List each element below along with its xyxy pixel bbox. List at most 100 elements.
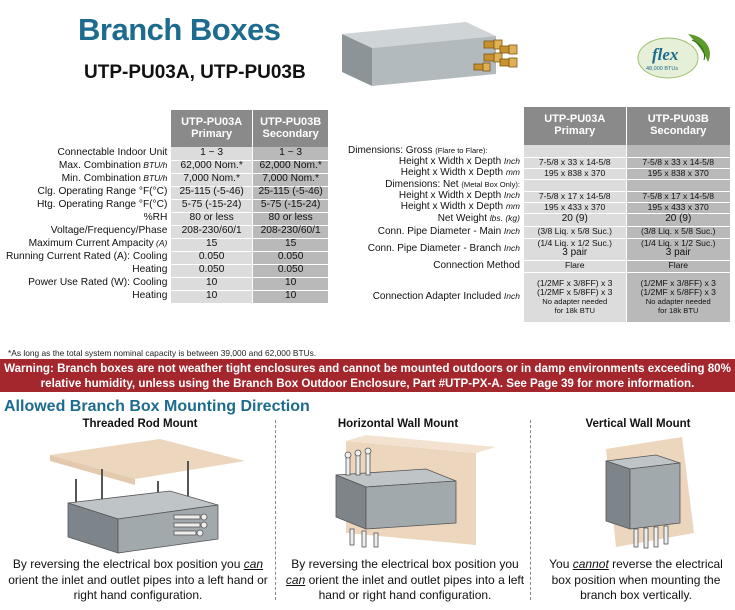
cell-primary: 10	[171, 290, 253, 304]
caption-emphasis: can	[285, 572, 306, 587]
row-unit: BTU/h	[140, 173, 168, 184]
cell-secondary: (3/8 Liq. x 5/8 Suc.)	[625, 226, 730, 239]
row-label: Connectable Indoor Unit	[57, 147, 168, 159]
cell-secondary: 7-5/8 x 17 x 14-5/8	[625, 191, 730, 203]
row-label: Height x Width x Depth	[398, 190, 502, 202]
col-header-model: UTP-PU03B	[260, 115, 322, 128]
dim-gross-note: (Flare to Flare):	[435, 145, 488, 155]
row-label: Net Weight	[437, 213, 487, 225]
row-label: Htg. Operating Range °F(°C)	[36, 199, 168, 211]
cell-secondary: 0.050	[251, 251, 329, 265]
vertical-wall-caption: You cannot reverse the electrical box po…	[540, 557, 732, 604]
cell-primary: 195 x 838 x 370	[524, 168, 626, 180]
caption-text: orient the inlet and outlet pipes into a…	[8, 572, 268, 603]
table-row: Clg. Operating Range °F(°C)25-115 (-5-46…	[6, 186, 329, 200]
column-divider	[530, 420, 531, 600]
warning-banner: Warning: Branch boxes are not weather ti…	[0, 359, 735, 392]
cell-secondary: (1/2MF x 3/8FF) x 3 (1/2MF x 5/8FF) x 3 …	[625, 272, 730, 323]
table-row: Height x Width x Depth Inch 7-5/8 x 17 x…	[348, 190, 730, 203]
col-header-role: Primary	[554, 125, 596, 137]
footnote: *As long as the total system nominal cap…	[8, 348, 317, 358]
cell-secondary: 195 x 838 x 370	[625, 168, 730, 180]
cell-line: (1/2MF x 5/8FF) x 3	[537, 286, 613, 297]
flex-logo-word: flex	[652, 45, 679, 64]
vertical-wall-illustration	[605, 437, 694, 549]
row-label: Connection Adapter Included	[372, 290, 502, 302]
row-label: Max. Combination BTU/h	[58, 160, 168, 172]
cell-primary: 1 ~ 3	[171, 147, 253, 161]
table-row: Conn. Pipe Diameter - Main Inch (3/8 Liq…	[348, 226, 730, 239]
page-title: Branch Boxes	[78, 12, 281, 47]
row-unit: mm	[505, 201, 520, 212]
row-label: Height x Width x Depth	[400, 167, 504, 179]
cell-secondary: 1 ~ 3	[251, 147, 329, 161]
row-unit: Inch	[503, 156, 520, 167]
vertical-wall-title: Vertical Wall Mount	[585, 418, 691, 430]
cell-primary: 0.050	[171, 251, 253, 265]
row-unit: Inch	[503, 190, 520, 201]
table-row: Htg. Operating Range °F(°C) 5-75 (-15-24)…	[6, 199, 329, 213]
dim-net-text: Dimensions: Net	[385, 178, 459, 190]
cell-line: 3 pair	[562, 247, 588, 259]
horizontal-wall-illustration	[335, 435, 496, 548]
cell-secondary: Flare	[625, 260, 730, 273]
caption-text: reverse the electrical box position when…	[551, 557, 723, 602]
row-label: Height x Width x Depth	[400, 201, 504, 213]
row-label: Voltage/Frequency/Phase	[50, 225, 168, 237]
left-spec-table: UTP-PU03A Primary UTP-PU03B Secondary Co…	[6, 110, 329, 304]
horizontal-wall-title: Horizontal Wall Mount	[337, 418, 459, 430]
cell-primary: 195 x 433 x 370	[524, 202, 626, 214]
row-label: Min. Combination BTU/h	[61, 173, 168, 185]
row-unit: mm	[505, 167, 520, 178]
row-unit: BTU/h	[140, 160, 168, 171]
col-header-model: UTP-PU03A	[181, 115, 243, 128]
cell-secondary: 7,000 Nom.*	[251, 173, 329, 187]
caption-emphasis: can	[243, 557, 264, 571]
horizontal-wall-caption: By reversing the electrical box position…	[280, 557, 530, 604]
col-header-secondary: UTP-PU03B Secondary	[251, 110, 329, 147]
cell-line: No adapter needed	[542, 297, 608, 306]
cell-primary: (3/8 Liq. x 5/8 Suc.)	[524, 226, 626, 239]
row-unit: Inch	[503, 290, 520, 301]
cell-line: 3 pair	[665, 247, 691, 259]
caption-text: You	[549, 557, 573, 571]
branch-box-photo	[342, 22, 518, 86]
col-header-role: Primary	[191, 127, 233, 140]
cell-primary: (1/2MF x 3/8FF) x 3 (1/2MF x 5/8FF) x 3 …	[524, 272, 626, 323]
cell-primary: 7-5/8 x 33 x 14-5/8	[524, 157, 626, 169]
row-label: %RH	[143, 212, 168, 224]
cell-primary: Flare	[524, 260, 626, 273]
table-row: Conn. Pipe Diameter - Branch Inch (1/4 L…	[348, 238, 730, 261]
flex-logo: flex 48,000 BTUs	[637, 34, 710, 79]
cell-line: (1/2MF x 3/8FF) x 3	[537, 277, 613, 288]
cell-secondary: 10	[251, 290, 329, 304]
col-header-role: Secondary	[262, 127, 319, 140]
dim-net-label: Dimensions: Net (Metal Box Only):	[348, 179, 524, 191]
cell-primary: 7-5/8 x 17 x 14-5/8	[524, 191, 626, 203]
cell-primary: 208-230/60/1	[171, 225, 253, 239]
row-label: Running Current Rated (A): Cooling	[6, 251, 168, 263]
cell-secondary: 0.050	[251, 264, 329, 278]
caption-text: By reversing the electrical box position…	[12, 557, 244, 571]
caption-emphasis: cannot	[572, 557, 609, 571]
cell-line: (1/4 Liq. x 1/2 Suc.)	[537, 238, 612, 249]
row-label: Conn. Pipe Diameter - Branch	[367, 242, 502, 254]
row-label: Connection Method	[433, 259, 520, 271]
dim-gross-label: Dimensions: Gross (Flare to Flare):	[348, 145, 524, 157]
table-row: Height x Width x Depth Inch 7-5/8 x 33 x…	[348, 156, 730, 169]
cell-primary: 10	[171, 277, 253, 291]
column-divider	[275, 420, 276, 600]
col-header-model: UTP-PU03A	[544, 113, 606, 126]
cell-secondary: (1/4 Liq. x 1/2 Suc.)3 pair	[625, 238, 730, 261]
cell-secondary: 5-75 (-15-24)	[251, 199, 329, 213]
cell-secondary: 15	[251, 238, 329, 252]
cell-secondary: 20 (9)	[625, 213, 730, 227]
